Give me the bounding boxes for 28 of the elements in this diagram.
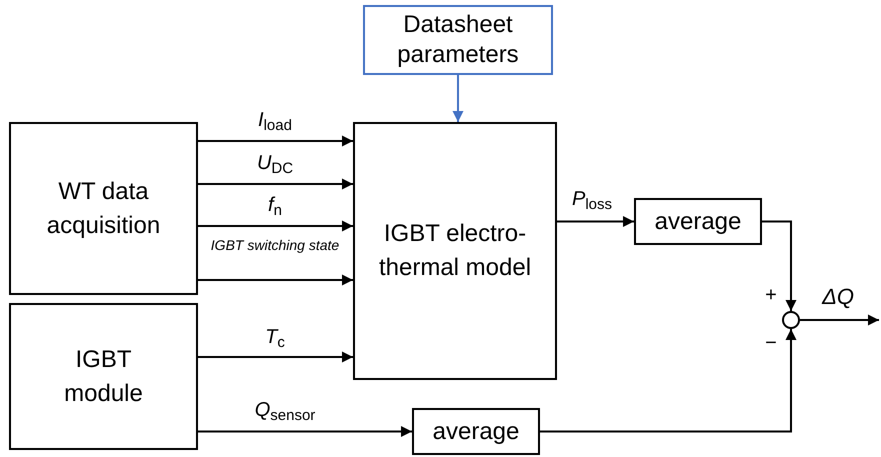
edge-label: I$_{load}$ — [257, 108, 293, 132]
arrow — [198, 178, 353, 190]
summing-junction — [782, 311, 800, 329]
arrow — [540, 329, 796, 432]
arrow — [198, 274, 353, 286]
arrow — [762, 220, 796, 311]
arrow — [198, 220, 353, 232]
arrow — [198, 136, 353, 146]
edge-label: ΔQ — [820, 284, 855, 310]
parameter-box: Datasheet parameters — [363, 5, 553, 75]
sign-label: + — [764, 283, 778, 307]
arrow — [800, 314, 879, 326]
sign-label: − — [764, 331, 778, 355]
arrow — [557, 216, 634, 227]
edge-label: U$_{DC}$ — [256, 151, 294, 175]
process-box: WT data acquisition — [9, 122, 198, 295]
edge-label: f$_{n}$ — [267, 193, 283, 217]
arrow — [198, 352, 353, 362]
process-box: IGBT module — [9, 303, 198, 450]
process-box: average — [634, 198, 762, 245]
edge-label: P$_{loss}$ — [570, 187, 614, 211]
edge-label: T$_{c}$ — [264, 325, 286, 349]
model-box: IGBT electro-thermal model — [353, 122, 557, 380]
edge-label: IGBT switching state — [210, 236, 340, 255]
arrow — [452, 75, 464, 122]
arrow — [198, 426, 412, 437]
edge-label: Q$_{sensor}$ — [254, 398, 316, 422]
process-box: average — [412, 408, 540, 455]
